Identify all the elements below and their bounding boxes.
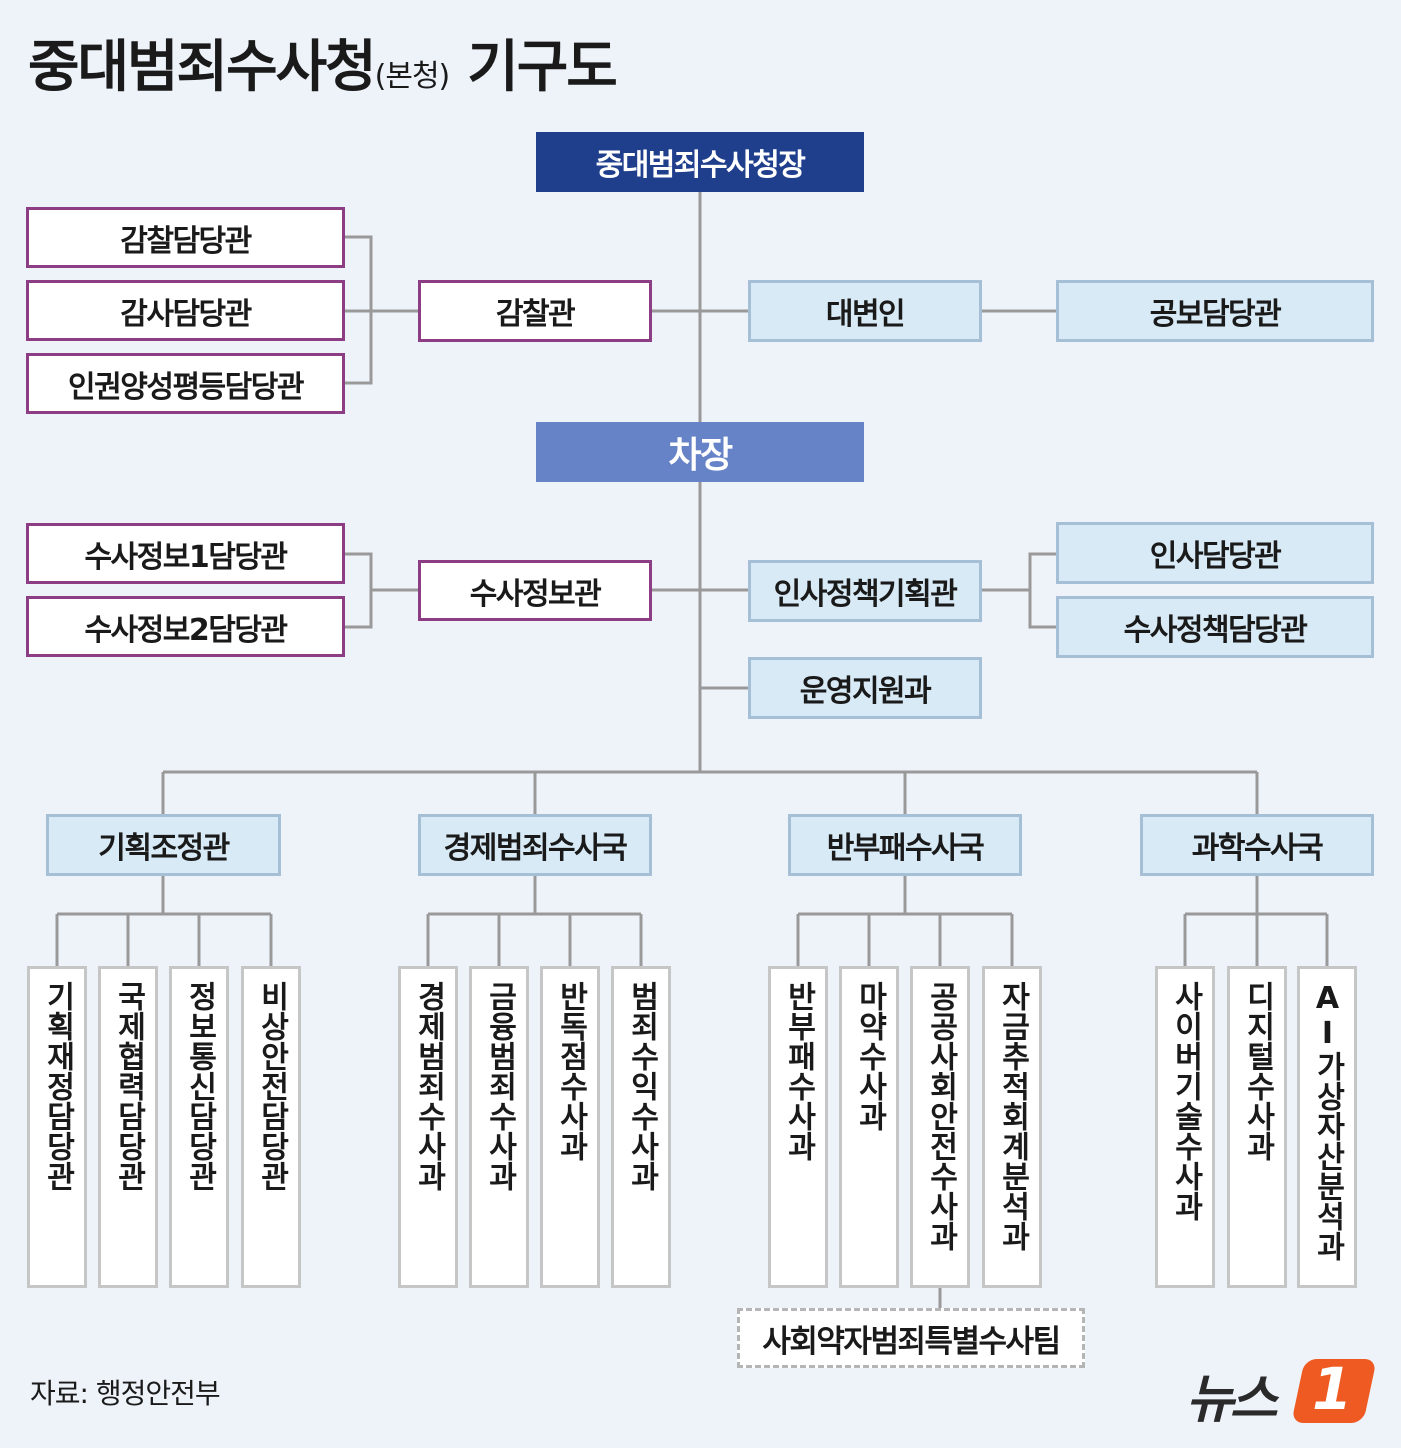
intel-sub-2: 수사정보2담당관	[26, 596, 345, 657]
title-sub: (본청)	[374, 59, 451, 94]
division-label: 기획재정담당관	[40, 981, 75, 1191]
special-team-box: 사회약자범죄특별수사팀	[737, 1308, 1085, 1368]
division-label: 사이버기술수사과	[1168, 981, 1203, 1221]
bureau-2: 경제범죄수사국	[418, 814, 652, 876]
division-box: 정보통신담당관	[169, 966, 229, 1288]
inspector-box: 감찰관	[418, 280, 652, 342]
division-box: AI가상자산분석과	[1297, 966, 1357, 1288]
bracket-policy-subs	[1028, 552, 1056, 629]
spokesperson-box: 대변인	[748, 280, 982, 342]
division-label: 자금추적회계분석과	[995, 981, 1030, 1251]
deputy-box: 차장	[536, 422, 864, 482]
head-box: 중대범죄수사청장	[536, 132, 864, 192]
division-box: 금융범죄수사과	[469, 966, 529, 1288]
division-box: 디지털수사과	[1227, 966, 1287, 1288]
division-box: 국제협력담당관	[98, 966, 158, 1288]
policy-box: 인사정책기획관	[748, 560, 982, 622]
division-label: 경제범죄수사과	[411, 981, 446, 1191]
inspector-sub-2: 감사담당관	[26, 280, 345, 341]
bracket-intel-subs	[345, 552, 373, 629]
policy-sub-1: 인사담당관	[1056, 522, 1374, 584]
intel-sub-1: 수사정보1담당관	[26, 523, 345, 584]
bureau-4: 과학수사국	[1140, 814, 1374, 876]
division-box: 비상안전담당관	[241, 966, 301, 1288]
division-label: 반독점수사과	[553, 981, 588, 1161]
bureau-3: 반부패수사국	[788, 814, 1022, 876]
inspector-sub-1: 감찰담당관	[26, 207, 345, 268]
division-box: 공공사회안전수사과	[910, 966, 970, 1288]
division-box: 자금추적회계분석과	[982, 966, 1042, 1288]
division-box: 반부패수사과	[768, 966, 828, 1288]
support-box: 운영지원과	[748, 657, 982, 719]
division-box: 경제범죄수사과	[398, 966, 458, 1288]
division-box: 사이버기술수사과	[1155, 966, 1215, 1288]
logo-text: 뉴스	[1186, 1370, 1278, 1430]
division-label: 공공사회안전수사과	[923, 981, 958, 1251]
inspector-sub-3: 인권양성평등담당관	[26, 353, 345, 414]
bureau-1: 기획조정관	[46, 814, 281, 876]
division-label: 반부패수사과	[781, 981, 816, 1161]
news1-logo: 뉴스 1	[1186, 1355, 1381, 1430]
division-label: 마약수사과	[852, 981, 887, 1131]
division-label: 정보통신담당관	[182, 981, 217, 1191]
division-label: 비상안전담당관	[254, 981, 289, 1191]
division-box: 범죄수익수사과	[611, 966, 671, 1288]
division-label: AI가상자산분석과	[1310, 981, 1345, 1261]
division-box: 마약수사과	[839, 966, 899, 1288]
division-label: 국제협력담당관	[111, 981, 146, 1191]
source-note: 자료: 행정안전부	[30, 1377, 221, 1410]
division-label: 디지털수사과	[1240, 981, 1275, 1161]
division-label: 범죄수익수사과	[624, 981, 659, 1191]
division-box: 반독점수사과	[540, 966, 600, 1288]
policy-sub-2: 수사정책담당관	[1056, 596, 1374, 658]
logo-number: 1	[1312, 1355, 1353, 1423]
title-main: 중대범죄수사청	[28, 35, 377, 100]
division-label: 금융범죄수사과	[482, 981, 517, 1191]
intel-box: 수사정보관	[418, 560, 652, 621]
pr-box: 공보담당관	[1056, 280, 1374, 342]
title-main2: 기구도	[467, 35, 618, 100]
division-box: 기획재정담당관	[27, 966, 87, 1288]
page-title: 중대범죄수사청(본청) 기구도	[28, 22, 618, 103]
